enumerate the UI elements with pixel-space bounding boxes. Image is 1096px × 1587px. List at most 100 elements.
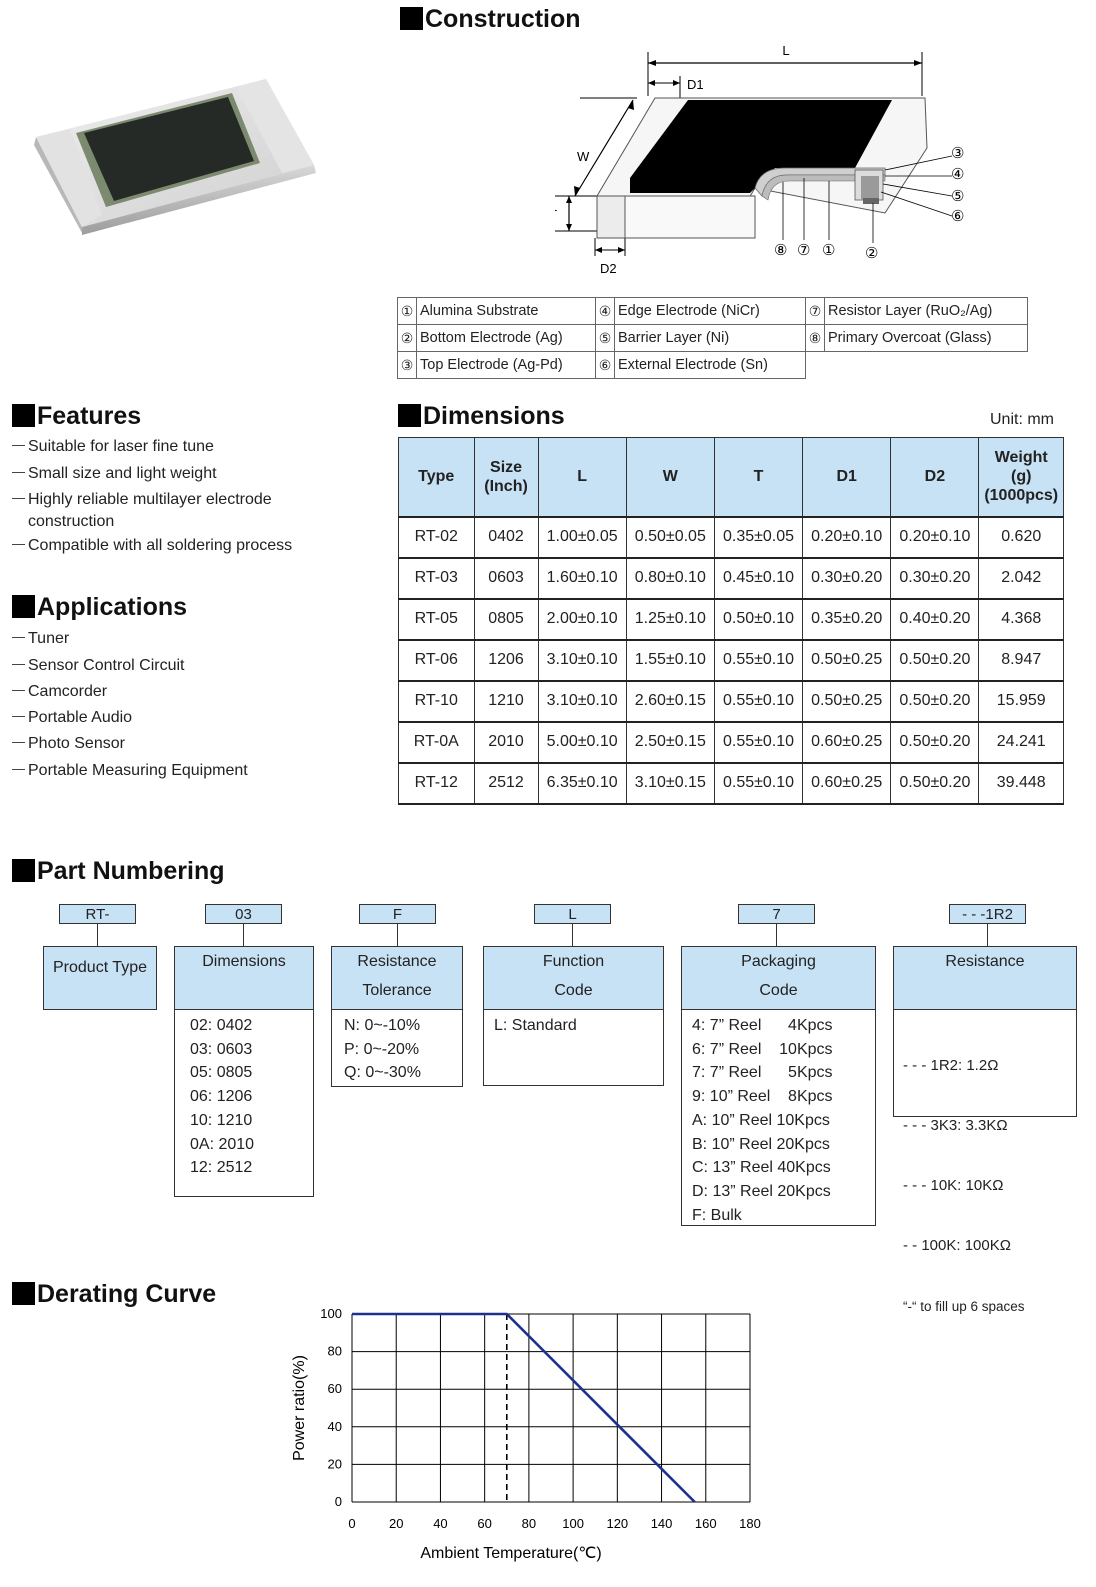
- pn-box-function: Function Code L: Standard: [483, 946, 664, 1086]
- section-marker-icon: [12, 1282, 35, 1305]
- legend-num: ④: [595, 297, 615, 325]
- table-cell: RT-02: [398, 516, 475, 559]
- dimensions-table: Type Size (Inch) L W T D1 D2 Weight (g) …: [398, 437, 1064, 805]
- table-cell: 1.55±0.10: [625, 639, 715, 682]
- callout-8: ⑧: [774, 242, 787, 259]
- x-tick-label: 180: [739, 1516, 761, 1531]
- legend-text: Alumina Substrate: [416, 297, 596, 325]
- table-cell: 2.00±0.10: [537, 598, 627, 641]
- legend-num: ②: [397, 324, 417, 352]
- col-header: Size (Inch): [473, 437, 539, 518]
- pn-box-head: Packaging Code: [682, 947, 875, 1010]
- list-item: Tuner: [12, 630, 69, 648]
- legend-num: ⑥: [595, 351, 615, 379]
- dim-label-D1: D1: [687, 77, 704, 92]
- pn-box-head: Function Code: [484, 947, 663, 1010]
- dash-icon: [12, 664, 25, 665]
- pn-code-dimensions: 03: [205, 904, 282, 924]
- legend-row: ① Alumina Substrate ④ Edge Electrode (Ni…: [397, 297, 1028, 325]
- table-cell: 6.35±0.10: [537, 762, 627, 805]
- derating-line: [352, 1312, 696, 1503]
- table-cell: 2.50±0.15: [625, 721, 715, 764]
- dim-label-L: L: [782, 43, 789, 58]
- table-cell: 0.35±0.20: [802, 598, 892, 641]
- features-title: Features: [12, 402, 141, 431]
- pn-box-resistance: Resistance - - - 1R2: 1.2Ω - - - 3K3: 3.…: [893, 946, 1077, 1314]
- resistance-line: - - 100K: 100KΩ: [903, 1237, 1011, 1254]
- table-cell: 0.50±0.20: [890, 762, 980, 805]
- table-cell: 39.448: [978, 762, 1064, 805]
- table-cell: 1.25±0.10: [625, 598, 715, 641]
- pn-box-tolerance: Resistance Tolerance N: 0~-10% P: 0~-20%…: [331, 946, 463, 1087]
- table-cell: 1210: [473, 680, 539, 723]
- resistance-line: - - - 1R2: 1.2Ω: [903, 1057, 999, 1074]
- x-tick-label: 160: [695, 1516, 717, 1531]
- x-tick-label: 40: [433, 1516, 447, 1531]
- table-cell: 0.50±0.10: [713, 598, 804, 641]
- connector-line: [397, 924, 398, 946]
- dash-icon: [12, 472, 25, 473]
- table-cell: RT-05: [398, 598, 475, 641]
- table-cell: 2.042: [978, 557, 1064, 600]
- section-marker-icon: [12, 595, 35, 618]
- connector-line: [97, 924, 98, 946]
- dash-icon: [12, 498, 25, 499]
- legend-num: ①: [397, 297, 417, 325]
- table-cell: 0.60±0.25: [802, 762, 892, 805]
- col-header: W: [625, 437, 715, 518]
- dash-icon: [12, 690, 25, 691]
- resistance-line: - - - 10K: 10KΩ: [903, 1177, 1004, 1194]
- legend-num: ⑤: [595, 324, 615, 352]
- applications-list: Tuner Sensor Control Circuit Camcorder P…: [12, 630, 372, 790]
- list-item-continued: construction: [28, 513, 115, 530]
- callout-4: ④: [951, 166, 964, 183]
- features-list: Suitable for laser fine tune Small size …: [12, 438, 372, 568]
- col-header: D2: [890, 437, 980, 518]
- section-marker-icon: [12, 859, 35, 882]
- y-tick-label: 40: [328, 1419, 342, 1434]
- x-tick-label: 20: [389, 1516, 403, 1531]
- pn-box-body: - - - 1R2: 1.2Ω - - - 3K3: 3.3KΩ - - - 1…: [894, 1010, 1076, 1358]
- dash-icon: [12, 716, 25, 717]
- pn-code-resistance: - - -1R2: [949, 904, 1026, 924]
- applications-title: Applications: [12, 593, 187, 622]
- table-cell: 3.10±0.15: [625, 762, 715, 805]
- pn-box-head: Dimensions: [175, 947, 313, 1010]
- section-marker-icon: [398, 404, 421, 427]
- pn-box-head: Resistance: [894, 947, 1076, 1010]
- callout-1: ①: [822, 242, 835, 259]
- table-cell: 0603: [473, 557, 539, 600]
- dash-icon: [12, 637, 25, 638]
- pn-code-packaging: 7: [738, 904, 815, 924]
- derating-title: Derating Curve: [12, 1280, 216, 1309]
- x-tick-label: 80: [522, 1516, 536, 1531]
- list-item: Sensor Control Circuit: [12, 657, 185, 675]
- list-item: Suitable for laser fine tune: [12, 438, 214, 456]
- legend-row: ② Bottom Electrode (Ag) ⑤ Barrier Layer …: [397, 324, 1028, 352]
- pn-box-packaging: Packaging Code 4: 7” Reel 4Kpcs 6: 7” Re…: [681, 946, 876, 1226]
- table-header-row: Type Size (Inch) L W T D1 D2 Weight (g) …: [398, 437, 1064, 518]
- legend-row: ③ Top Electrode (Ag-Pd) ⑥ External Elect…: [397, 351, 1028, 379]
- list-item: Compatible with all soldering process: [12, 537, 292, 555]
- table-cell: 0.50±0.20: [890, 680, 980, 723]
- list-item: Portable Measuring Equipment: [12, 762, 248, 780]
- y-tick-label: 20: [328, 1456, 342, 1471]
- table-cell: 0.30±0.20: [802, 557, 892, 600]
- legend-empty: [806, 352, 825, 379]
- pn-box-product-type: Product Type: [43, 946, 157, 1010]
- x-axis-label: Ambient Temperature(℃): [420, 1545, 601, 1562]
- legend-text: Primary Overcoat (Glass): [824, 324, 1028, 352]
- pn-box-body: 02: 0402 03: 0603 05: 0805 06: 1206 10: …: [190, 1017, 255, 1177]
- legend-empty: [825, 352, 1028, 379]
- dim-label-D2: D2: [600, 261, 617, 276]
- x-tick-label: 60: [477, 1516, 491, 1531]
- connector-line: [776, 924, 777, 946]
- table-cell: 0.50±0.20: [890, 721, 980, 764]
- connector-line: [243, 924, 244, 946]
- table-cell: 3.10±0.10: [537, 680, 627, 723]
- table-cell: 0.60±0.25: [802, 721, 892, 764]
